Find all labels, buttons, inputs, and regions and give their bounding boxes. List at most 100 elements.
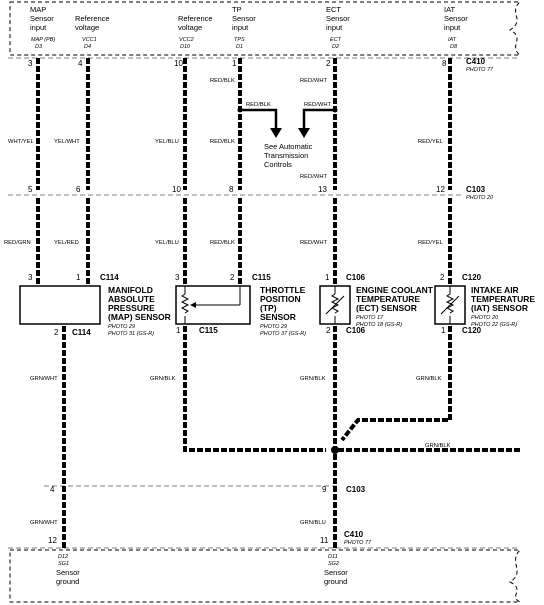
pin-top-iat: 8	[442, 59, 447, 68]
note-line3: Controls	[264, 160, 292, 169]
wire-label-iat-mid: RED/YEL	[418, 240, 444, 246]
pin-c103-iat: 12	[436, 185, 445, 194]
svg-text:D1: D1	[236, 44, 243, 50]
svg-text:voltage: voltage	[178, 23, 202, 32]
wire-label-iat-gnd: GRN/BLK	[416, 376, 442, 382]
svg-text:D11: D11	[328, 554, 338, 560]
svg-text:INTAKE AIR: INTAKE AIR	[471, 285, 519, 295]
wire-label-map-mid: RED/GRN	[4, 240, 31, 246]
connector-c410-bottom-photo: PHOTO 77	[344, 540, 372, 546]
potentiometer-icon	[180, 293, 190, 314]
note-line2: Transmission	[264, 151, 308, 160]
svg-text:voltage: voltage	[75, 23, 99, 32]
wire-label-tp-gnd: GRN/BLK	[150, 376, 176, 382]
svg-text:VCC2: VCC2	[179, 37, 194, 43]
sensor-iat: INTAKE AIR TEMPERATURE (IAT) SENSOR PHOT…	[434, 285, 535, 328]
connector-c106-bottom: C106	[346, 326, 366, 335]
wire-label-ref2-mid: YEL/BLU	[155, 240, 179, 246]
wires-ground	[62, 326, 520, 548]
wire-tp-branch	[240, 108, 278, 130]
top-label-iat: IAT Sensor input IAT D8	[444, 5, 468, 50]
svg-text:IAT: IAT	[448, 37, 457, 43]
connector-c410-top-photo: PHOTO 77	[466, 67, 494, 73]
connector-c120-bottom: C120	[462, 326, 482, 335]
svg-text:PHOTO 29: PHOTO 29	[260, 324, 287, 330]
svg-text:D4: D4	[84, 44, 91, 50]
sensor-map: MANIFOLD ABSOLUTE PRESSURE (MAP) SENSOR …	[19, 285, 171, 337]
wire-label-ref1-top: YEL/WHT	[54, 139, 80, 145]
pin-c115-b: 2	[230, 273, 235, 282]
pin-c103-tp: 8	[229, 185, 234, 194]
svg-text:ECT: ECT	[330, 37, 342, 43]
wire-label-bus: GRN/BLK	[425, 443, 451, 449]
svg-text:PHOTO 22 (GS-R): PHOTO 22 (GS-R)	[471, 322, 517, 328]
thermistor-icon	[330, 293, 340, 314]
pin-c410-gnd-ect: 11	[320, 536, 329, 545]
svg-text:Sensor: Sensor	[324, 568, 348, 577]
svg-text:input: input	[232, 23, 249, 32]
top-label-map: MAP Sensor input MAP (PB) D3	[30, 5, 55, 50]
svg-text:Reference: Reference	[75, 14, 110, 23]
svg-text:(IAT) SENSOR: (IAT) SENSOR	[471, 303, 528, 313]
connector-c410-top: C410	[466, 57, 486, 66]
wiper-arrow-icon	[190, 302, 196, 308]
connector-c114-top: C114	[100, 273, 119, 282]
svg-text:D8: D8	[450, 44, 458, 50]
svg-text:Sensor: Sensor	[30, 14, 54, 23]
arrow-tp-branch	[270, 128, 282, 138]
svg-text:input: input	[326, 23, 343, 32]
svg-text:POSITION: POSITION	[260, 294, 301, 304]
pin-top-map: 3	[28, 59, 33, 68]
ecm-top-box	[9, 1, 522, 56]
sensor-map-box	[19, 285, 101, 325]
pin-c114-gnd: 2	[54, 328, 59, 337]
svg-text:PRESSURE: PRESSURE	[108, 303, 155, 313]
svg-text:ground: ground	[56, 577, 79, 586]
svg-text:D10: D10	[180, 44, 191, 50]
svg-text:D2: D2	[332, 44, 339, 50]
top-label-tp: TP Sensor input TPS D1	[232, 5, 256, 50]
bottom-label-sg1: D12 SG1 Sensor ground	[56, 554, 80, 586]
pin-c410-gnd-map: 12	[48, 536, 57, 545]
wire-ect-branch	[302, 108, 335, 130]
thermistor-iat-icon	[445, 293, 455, 314]
connector-c115-bottom: C115	[199, 326, 218, 335]
pin-c103-ect: 13	[318, 185, 327, 194]
wire-label-ect-gnd2: GRN/BLU	[300, 520, 326, 526]
wire-label-ect-mid: RED/WHT	[300, 240, 328, 246]
svg-text:(ECT) SENSOR: (ECT) SENSOR	[356, 303, 417, 313]
arrow-ect-branch	[298, 128, 310, 138]
pin-c103-ref1: 6	[76, 185, 81, 194]
svg-text:MAP (PB): MAP (PB)	[31, 37, 55, 43]
svg-text:ground: ground	[324, 577, 347, 586]
pin-top-ref1: 4	[78, 59, 83, 68]
sensor-tp: THROTTLE POSITION (TP) SENSOR PHOTO 29 P…	[175, 285, 306, 337]
svg-text:(TP): (TP)	[260, 303, 277, 313]
svg-text:PHOTO 37 (GS-R): PHOTO 37 (GS-R)	[260, 331, 306, 337]
svg-text:PHOTO 20: PHOTO 20	[471, 315, 499, 321]
connector-c103-bottom: C103	[346, 485, 366, 494]
bottom-label-sg2: D11 SG2 Sensor ground	[324, 554, 348, 586]
svg-text:Sensor: Sensor	[232, 14, 256, 23]
connector-c114-bottom: C114	[72, 328, 91, 337]
wire-label-iat-top: RED/YEL	[418, 139, 444, 145]
svg-text:TEMPERATURE: TEMPERATURE	[356, 294, 420, 304]
svg-text:ECT: ECT	[326, 5, 341, 14]
wire-label-ref1-mid: YEL/RED	[54, 240, 79, 246]
top-label-ref2: Reference voltage VCC2 D10	[178, 14, 213, 50]
connector-c103: C103	[466, 185, 486, 194]
svg-text:SENSOR: SENSOR	[260, 312, 296, 322]
svg-text:PHOTO 17: PHOTO 17	[356, 315, 384, 321]
ground-splice	[331, 446, 339, 454]
wires-upper	[36, 58, 452, 190]
wire-iat-gnd	[340, 326, 452, 442]
svg-text:(MAP) SENSOR: (MAP) SENSOR	[108, 312, 171, 322]
trans-branch: See Automatic Transmission Controls	[237, 107, 338, 169]
wire-label-tp-top2: RED/BLK	[210, 139, 235, 145]
svg-text:IAT: IAT	[444, 5, 456, 14]
wire-label-map-gnd: GRN/WHT	[30, 376, 58, 382]
svg-text:VCC1: VCC1	[82, 37, 97, 43]
ecm-bottom-box	[9, 549, 522, 603]
pin-top-ect: 2	[326, 59, 331, 68]
pin-top-ref2: 10	[174, 59, 183, 68]
